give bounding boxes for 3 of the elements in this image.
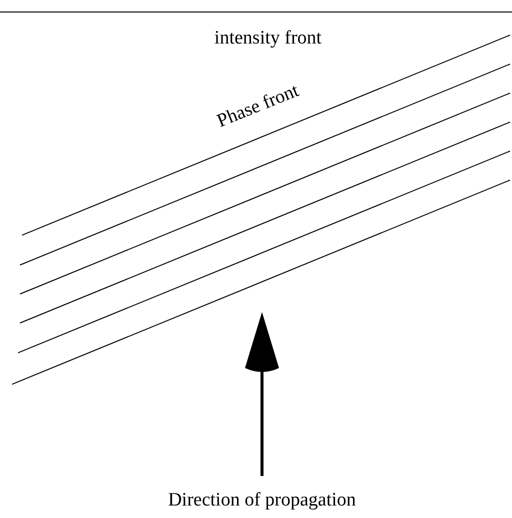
- phase-front-label: Phase front: [214, 81, 302, 131]
- intensity-front-label: intensity front: [214, 28, 322, 48]
- direction-label: Direction of propagation: [168, 490, 356, 510]
